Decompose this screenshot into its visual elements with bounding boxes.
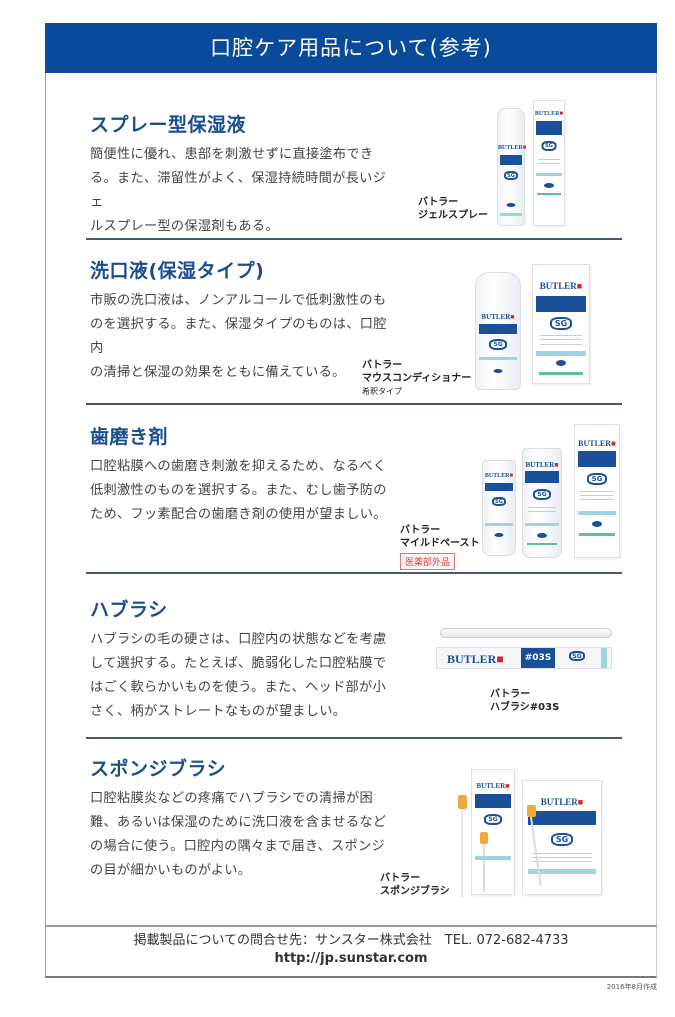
product-image-toothbrush (440, 628, 612, 638)
section-title: ハブラシ (90, 599, 168, 621)
section-body: 簡便性に優れ、患部を刺激せずに直接塗布でき る。また、滞留性がよく、保湿持続時間… (90, 147, 387, 234)
section-divider (86, 403, 622, 405)
product-image-paste-tube-small: BUTLER■ SG (482, 460, 516, 556)
section-body: ハブラシの毛の硬さは、口腔内の状態などを考慮 して選択する。たとえば、脆弱化した… (90, 632, 387, 719)
product-label-sponge-brush: バトラー スポンジブラシ (380, 873, 450, 897)
section-body: 市販の洗口液は、ノンアルコールで低刺激性のも のを選択する。また、保湿タイプのも… (90, 293, 387, 380)
product-image-mouth-conditioner-bottle: BUTLER■ SG (475, 272, 521, 390)
product-image-sponge-brush-box: BUTLER■ SG (522, 780, 602, 895)
product-image-gel-spray-bottle: BUTLER■ SG (497, 108, 526, 226)
section-toothbrush: ハブラシ ハブラシの毛の硬さは、口腔内の状態などを考慮 して選択する。たとえば、… (90, 598, 620, 724)
product-image-gel-spray-box: BUTLER■ SG (533, 100, 565, 226)
document-frame (45, 23, 657, 978)
section-spray: スプレー型保湿液 簡便性に優れ、患部を刺激せずに直接塗布でき る。また、滞留性が… (90, 113, 620, 239)
product-label-toothbrush: バトラー ハブラシ#03S (490, 689, 560, 713)
section-title: スプレー型保湿液 (90, 114, 247, 136)
section-title: スポンジブラシ (90, 758, 227, 780)
footer-divider (45, 925, 657, 927)
product-image-toothbrush-package: BUTLER■ #03S SG (436, 647, 612, 669)
section-title: 洗口液(保湿タイプ) (90, 260, 265, 282)
sponge-head-icon (458, 795, 467, 809)
section-title: 歯磨き剤 (90, 426, 169, 448)
section-divider (86, 238, 622, 240)
section-body: 口腔粘膜への歯磨き刺激を抑えるため、なるべく 低刺激性のものを選択する。また、む… (90, 459, 387, 522)
sponge-stick (461, 809, 463, 897)
product-image-paste-tube-large: BUTLER■ SG (522, 448, 562, 558)
product-label-mouth-conditioner: バトラー マウスコンディショナー 希釈タイプ (362, 360, 472, 396)
section-toothpaste: 歯磨き剤 口腔粘膜への歯磨き刺激を抑えるため、なるべく 低刺激性のものを選択する… (90, 425, 620, 527)
section-body: 口腔粘膜炎などの疼痛でハブラシでの清掃が困 難、あるいは保湿のために洗口液を含ま… (90, 791, 387, 878)
section-divider (86, 737, 622, 739)
section-mouthwash: 洗口液(保湿タイプ) 市販の洗口液は、ノンアルコールで低刺激性のも のを選択する… (90, 259, 620, 385)
section-divider (86, 572, 622, 574)
product-label-gel-spray: バトラー ジェルスプレー (418, 197, 488, 221)
contact-info: 掲載製品についての問合せ先：サンスター株式会社 TEL. 072-682-473… (133, 933, 569, 948)
product-image-mouth-conditioner-box: BUTLER■ SG (532, 264, 590, 384)
website-link[interactable]: http://jp.sunstar.com (274, 951, 428, 966)
section-sponge-brush: スポンジブラシ 口腔粘膜炎などの疼痛でハブラシでの清掃が困 難、あるいは保湿のた… (90, 757, 620, 883)
footer: 掲載製品についての問合せ先：サンスター株式会社 TEL. 072-682-473… (45, 932, 657, 968)
product-image-paste-box: BUTLER■ SG (574, 424, 620, 558)
quasi-drug-badge: 医薬部外品 (400, 553, 456, 570)
page-title: 口腔ケア用品について(参考) (45, 23, 657, 73)
product-label-mild-paste: バトラー マイルドペースト (400, 525, 480, 549)
product-image-sponge-brush-pack: BUTLER■ SG (471, 769, 515, 895)
creation-date: 2016年8月作成 (606, 983, 657, 991)
